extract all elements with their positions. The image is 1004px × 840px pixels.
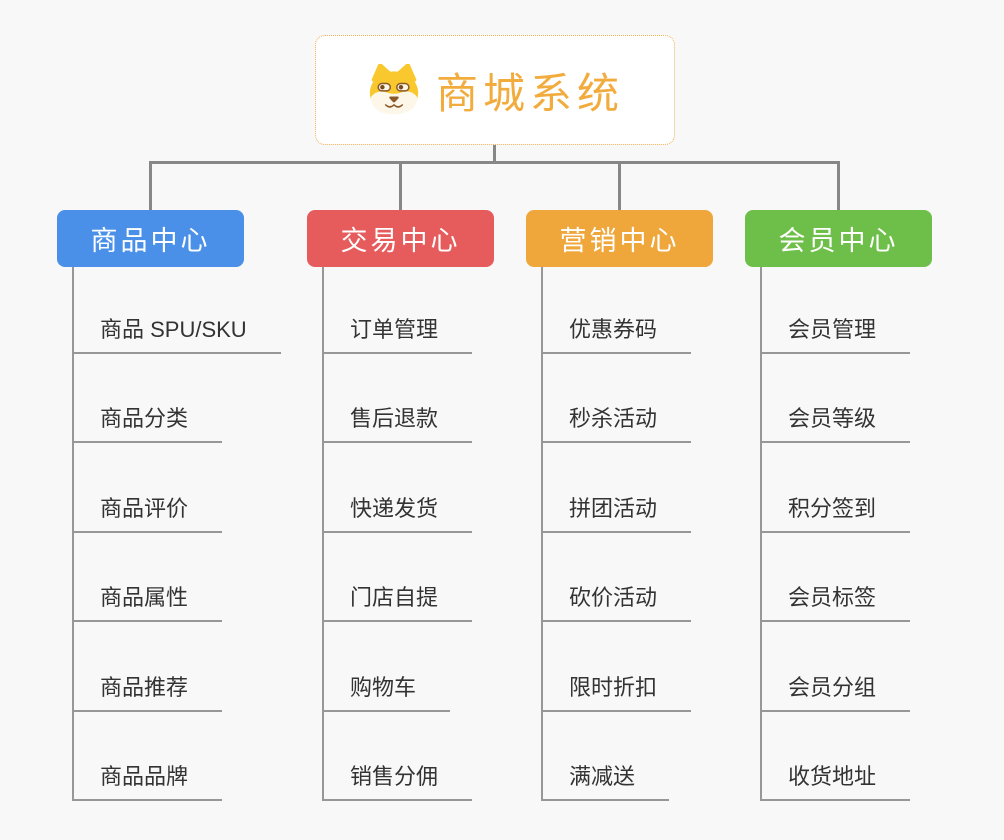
leaf-node[interactable]: 满减送 xyxy=(541,764,670,801)
connector-root-stub xyxy=(493,145,496,164)
branch-node-0[interactable]: 商品中心 xyxy=(57,210,244,267)
leaf-node[interactable]: 秒杀活动 xyxy=(541,406,692,443)
leaf-node[interactable]: 商品评价 xyxy=(72,496,223,533)
leaf-node[interactable]: 快递发货 xyxy=(322,496,473,533)
leaf-node[interactable]: 会员等级 xyxy=(760,406,911,443)
leaf-node[interactable]: 商品 SPU/SKU xyxy=(72,317,281,354)
leaf-node[interactable]: 售后退款 xyxy=(322,406,473,443)
leaf-node[interactable]: 拼团活动 xyxy=(541,496,692,533)
leaf-node[interactable]: 砍价活动 xyxy=(541,585,692,622)
branch-trunk-line xyxy=(760,267,762,800)
leaf-node[interactable]: 收货地址 xyxy=(760,764,911,801)
branch-trunk-line xyxy=(322,267,324,800)
connector-branch-drop xyxy=(618,161,621,210)
root-title: 商城系统 xyxy=(435,69,624,117)
leaf-node[interactable]: 商品品牌 xyxy=(72,764,223,801)
leaf-node[interactable]: 会员标签 xyxy=(760,585,911,622)
connector-branch-drop xyxy=(837,161,840,210)
connector-branch-drop xyxy=(399,161,402,210)
leaf-node[interactable]: 会员管理 xyxy=(760,317,911,354)
leaf-node[interactable]: 销售分佣 xyxy=(322,764,473,801)
leaf-node[interactable]: 会员分组 xyxy=(760,675,911,712)
branch-trunk-line xyxy=(72,267,74,800)
leaf-node[interactable]: 购物车 xyxy=(322,675,451,712)
branch-node-3[interactable]: 会员中心 xyxy=(745,210,932,267)
branch-label: 营销中心 xyxy=(559,226,680,256)
connector-rail xyxy=(149,161,840,164)
connector-branch-drop xyxy=(149,161,152,210)
branch-trunk-line xyxy=(541,267,543,800)
branch-label: 会员中心 xyxy=(778,226,899,256)
shiba-dog-icon xyxy=(366,63,422,116)
leaf-node[interactable]: 订单管理 xyxy=(322,317,473,354)
leaf-node[interactable]: 优惠券码 xyxy=(541,317,692,354)
branch-node-2[interactable]: 营销中心 xyxy=(526,210,713,267)
leaf-node[interactable]: 商品属性 xyxy=(72,585,223,622)
leaf-node[interactable]: 门店自提 xyxy=(322,585,473,622)
leaf-node[interactable]: 商品分类 xyxy=(72,406,223,443)
branch-label: 商品中心 xyxy=(90,226,211,256)
branch-node-1[interactable]: 交易中心 xyxy=(307,210,494,267)
root-node[interactable]: 商城系统 xyxy=(315,35,675,145)
leaf-node[interactable]: 积分签到 xyxy=(760,496,911,533)
leaf-node[interactable]: 限时折扣 xyxy=(541,675,692,712)
leaf-node[interactable]: 商品推荐 xyxy=(72,675,223,712)
branch-label: 交易中心 xyxy=(340,226,461,256)
